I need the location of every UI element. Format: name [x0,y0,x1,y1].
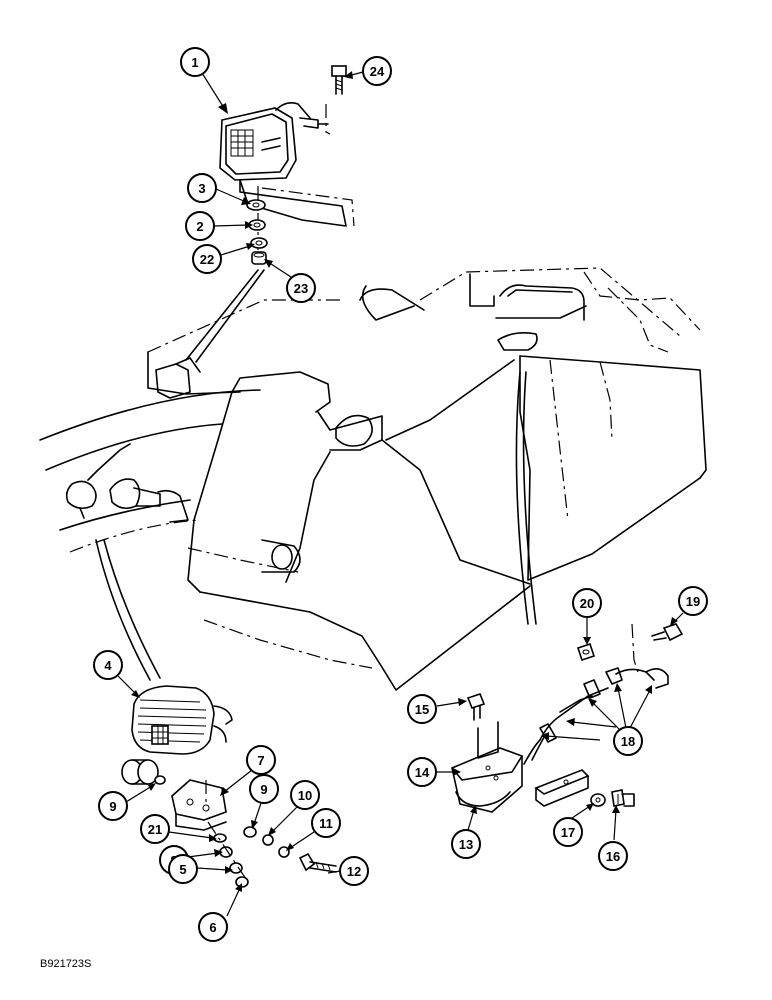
callout-17: 17 [553,817,583,847]
bracket-7 [171,779,227,831]
lower-right-assembly [451,623,684,813]
callout-label: 15 [415,702,429,717]
callout-18: 18 [613,726,643,756]
callout-13: 13 [451,829,481,859]
callout-label: 18 [621,734,635,749]
callout-22: 22 [192,244,222,274]
callout-19: 19 [678,586,708,616]
callout-label: 21 [148,822,162,837]
callout-6: 6 [198,912,228,942]
callout-14: 14 [407,757,437,787]
callout-label: 5 [179,862,186,877]
callout-label: 9 [260,782,267,797]
callout-label: 6 [209,920,216,935]
callout-label: 17 [561,825,575,840]
callout-label: 14 [415,765,430,780]
callout-label: 2 [196,219,203,234]
machine-frame [39,267,707,691]
callout-10: 10 [290,780,320,810]
callout-21: 21 [140,814,170,844]
callout-label: 11 [319,816,333,831]
callout-label: 10 [298,788,312,803]
bolt-24 [331,65,347,95]
callout-12: 12 [339,856,369,886]
callout-label: 24 [370,64,385,79]
callout-label: 16 [606,849,620,864]
callout-label: 23 [294,281,308,296]
nut-stack-top [246,186,268,265]
callout-1: 1 [180,47,210,77]
callout-label: 7 [257,753,264,768]
callout-15: 15 [407,694,437,724]
callout-23: 23 [286,273,316,303]
callout-label: 4 [104,658,112,673]
callout-label: 3 [198,181,205,196]
callout-label: 20 [580,596,594,611]
callout-label: 19 [686,594,700,609]
callout-label: 22 [200,252,214,267]
callout-9-right: 9 [249,774,279,804]
callout-label: 13 [459,837,473,852]
figure-id: B921723S [40,958,92,970]
callout-label: 12 [347,864,361,879]
callout-5: 5 [168,854,198,884]
callout-7: 7 [246,745,276,775]
callout-label: 9 [109,799,116,814]
lower-work-light [131,685,233,755]
callout-2: 2 [185,211,215,241]
callout-16: 16 [598,841,628,871]
top-work-light [219,102,329,181]
callout-24: 24 [362,56,392,86]
leader-lines [117,71,684,917]
callout-20: 20 [572,588,602,618]
callout-3: 3 [187,173,217,203]
callout-11: 11 [311,808,341,838]
callout-label: 1 [191,55,198,70]
callout-4: 4 [93,650,123,680]
spacer [121,759,159,785]
callout-9-left: 9 [98,791,128,821]
